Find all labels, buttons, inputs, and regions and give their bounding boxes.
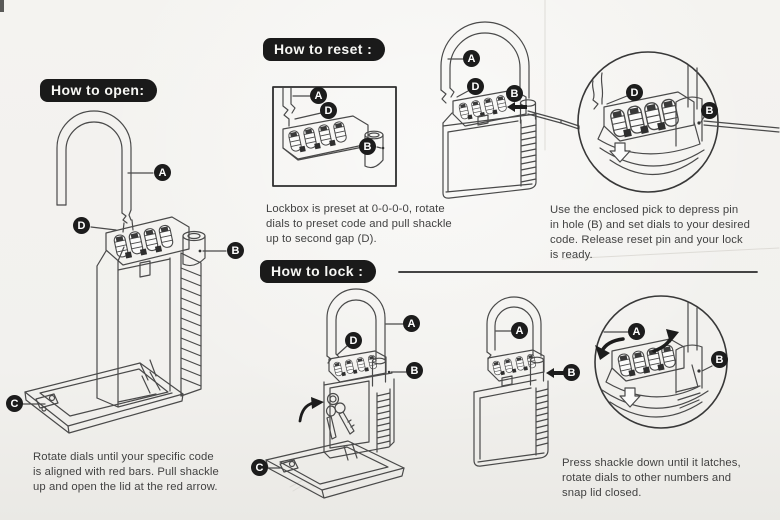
callout-d: D [320, 102, 337, 119]
callout-d: D [73, 217, 90, 234]
rotate-left-arrow-icon [595, 337, 625, 360]
reset-caption-right: Use the enclosed pick to depress pin in … [550, 204, 751, 262]
reset-pin-arrow-icon [507, 102, 527, 112]
keys-icon [325, 392, 355, 440]
down-arrow-icon [619, 387, 641, 408]
callout-a: A [403, 315, 420, 332]
lock-magnified-circle-illustration [594, 295, 728, 429]
callout-c: C [251, 459, 268, 476]
insert-keys-arrow-icon [298, 397, 324, 423]
callout-a: A [511, 322, 528, 339]
callout-b: B [701, 102, 718, 119]
latch-pin-arrow-icon [546, 368, 565, 378]
paper-corner-mark [0, 0, 4, 12]
pick-tool [703, 120, 780, 133]
lock-section-title: How to lock : [260, 260, 377, 283]
callout-b: B [711, 351, 728, 368]
open-lockbox-illustration [22, 110, 227, 434]
callout-b: B [406, 362, 423, 379]
callout-a: A [628, 323, 645, 340]
paper-creases [289, 0, 780, 492]
callout-b: B [227, 242, 244, 259]
reset-lockbox-with-pick-illustration [440, 21, 580, 199]
callout-a: A [463, 50, 480, 67]
lock-closed-lockbox-illustration [473, 296, 565, 467]
callout-b: B [563, 364, 580, 381]
callout-a: A [154, 164, 171, 181]
callout-c: C [6, 395, 23, 412]
callout-a: A [310, 87, 327, 104]
callout-d: D [626, 84, 643, 101]
open-caption: Rotate dials until your specific code is… [33, 451, 219, 494]
down-arrow-icon [609, 142, 631, 163]
reset-section-title: How to reset : [263, 38, 386, 61]
callout-d: D [467, 78, 484, 95]
reset-caption-left: Lockbox is preset at 0-0-0-0, rotate dia… [266, 203, 452, 246]
lock-open-lockbox-with-keys-illustration [265, 288, 407, 499]
open-section-title: How to open: [40, 79, 158, 102]
callout-b: B [506, 85, 523, 102]
reset-detail-box-illustration [272, 86, 397, 187]
callout-b: B [359, 138, 376, 155]
callout-d: D [345, 332, 362, 349]
lock-caption: Press shackle down until it latches, rot… [562, 457, 741, 500]
rotate-right-arrow-icon [652, 329, 679, 353]
reset-magnified-circle-illustration [577, 51, 780, 193]
